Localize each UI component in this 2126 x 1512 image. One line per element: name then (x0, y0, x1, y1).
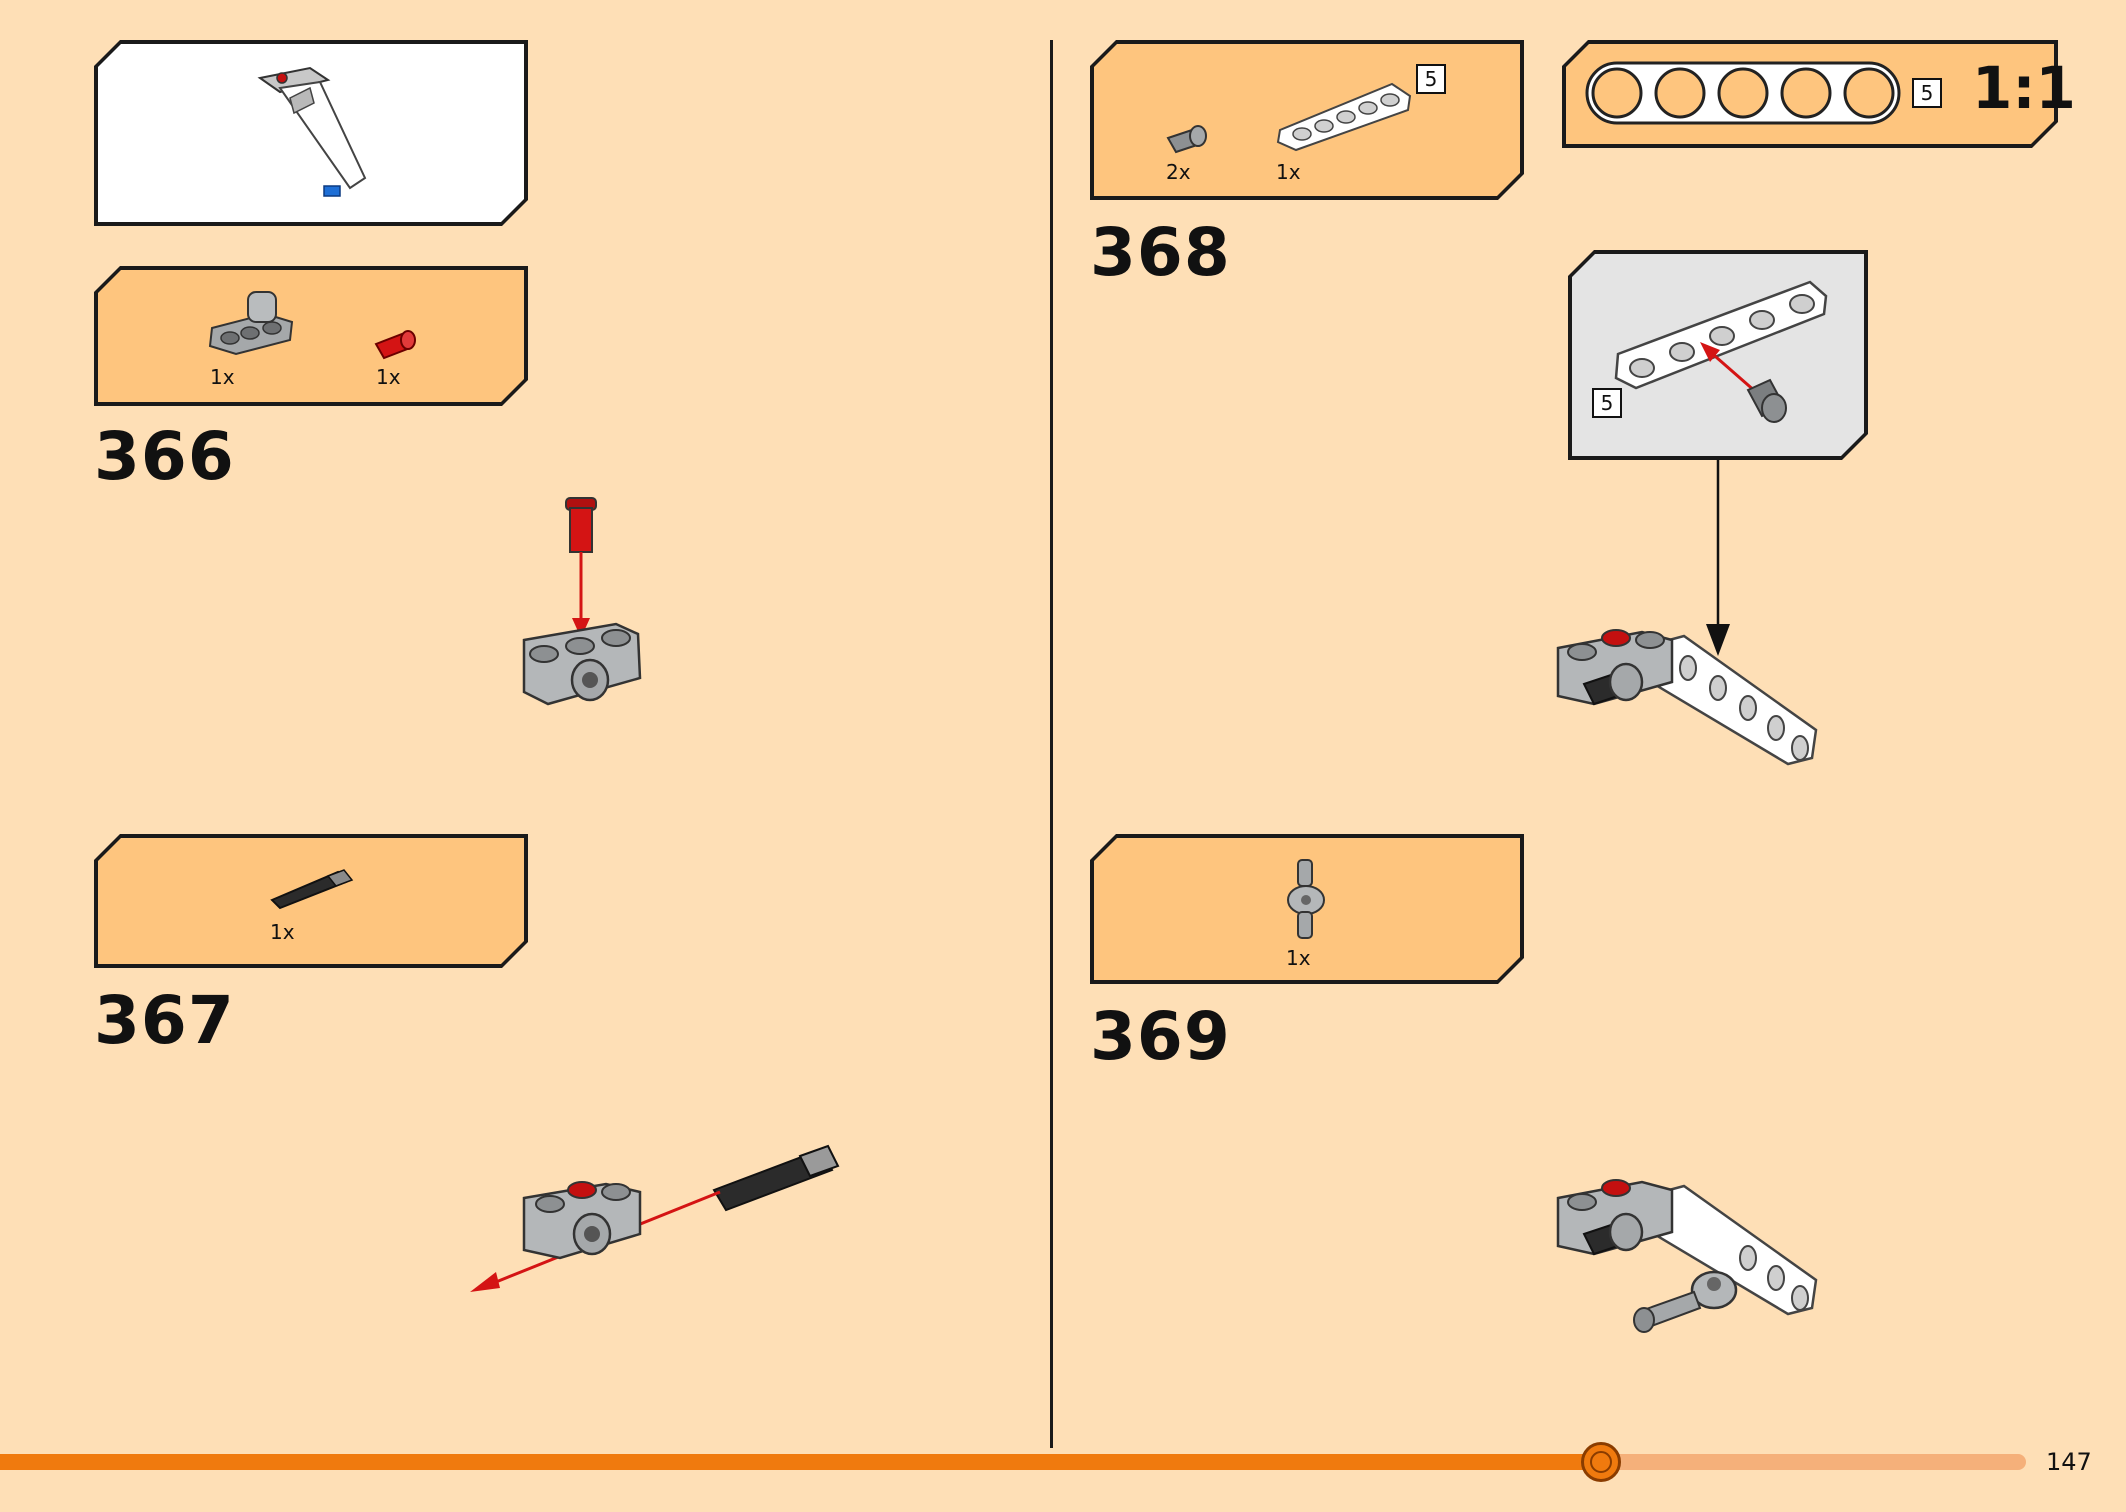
callout-length-badge: 5 (1592, 388, 1622, 418)
step-368-number: 368 (1090, 214, 1231, 291)
axle-pin-connector-icon (1287, 859, 1325, 939)
step-368-assembly (1556, 629, 1818, 766)
step-367-parts-panel (94, 834, 528, 968)
step-366-parts-panel (94, 266, 528, 406)
scale-label: 1:1 (1972, 54, 2076, 122)
step-366-number: 366 (94, 418, 235, 495)
step-367-number: 367 (94, 982, 235, 1059)
grey-bushing-icon (1166, 125, 1207, 154)
pin-connector-icon (208, 291, 294, 356)
page-divider (1050, 40, 1053, 1448)
step-366-part-2-qty: 1x (376, 365, 401, 389)
callout-connector-arrow (1706, 460, 1730, 656)
step-368-part-1-qty: 2x (1166, 160, 1191, 184)
step-366-assembly (522, 497, 642, 706)
scale-length-badge: 5 (1912, 78, 1942, 108)
step-369-number: 369 (1090, 998, 1231, 1075)
step-368-part-2-qty: 1x (1276, 160, 1301, 184)
step-366-part-1-qty: 1x (210, 365, 235, 389)
step-367-part-1-qty: 1x (270, 920, 295, 944)
step-369-part-1-qty: 1x (1286, 946, 1311, 970)
callout-illustration (1614, 280, 1828, 423)
black-axle-icon (270, 869, 354, 910)
page-number: 147 (2046, 1448, 2092, 1476)
progress-fill (0, 1454, 1601, 1470)
step-367-assembly (470, 1144, 840, 1292)
beam-scale-illustration (1585, 61, 1901, 125)
submodel-preview-illustration (257, 66, 367, 197)
red-pin-icon (374, 330, 416, 360)
step-368-beam-length-badge: 5 (1416, 64, 1446, 94)
progress-marker-icon (1581, 1442, 1621, 1482)
step-368-parts-panel (1090, 40, 1524, 200)
step-369-assembly (1556, 1179, 1818, 1333)
white-beam-icon (1276, 82, 1412, 152)
